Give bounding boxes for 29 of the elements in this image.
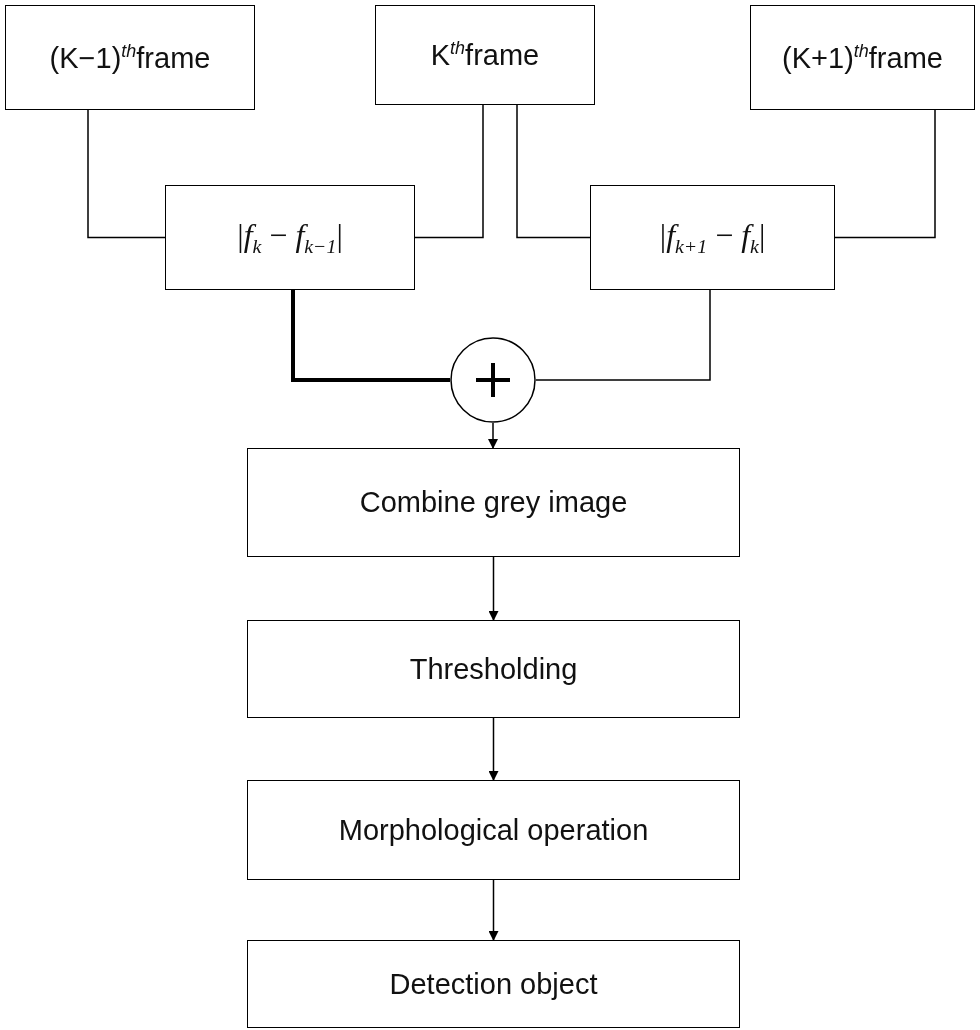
node-label: (K+1)$^{th}$frame xyxy=(782,40,943,75)
process-box xyxy=(247,448,740,557)
arrow xyxy=(488,422,498,449)
frame-box xyxy=(750,5,975,110)
connector-line xyxy=(87,109,166,239)
connector-line xyxy=(291,290,450,382)
frame-box xyxy=(375,5,595,105)
node-label: Thresholding xyxy=(409,652,578,686)
process-box xyxy=(247,780,740,880)
node-label: Detection object xyxy=(389,967,598,1001)
arrow xyxy=(488,556,499,621)
process-box xyxy=(247,940,740,1028)
connector-line xyxy=(834,109,936,239)
difference-box xyxy=(165,185,415,290)
connector-line xyxy=(516,104,591,239)
summing-junction xyxy=(450,337,536,423)
node-label: Morphological operation xyxy=(338,813,649,847)
node-label: Combine grey image xyxy=(359,486,628,519)
process-box xyxy=(247,620,740,718)
node-label: (K−1)$^{th}$frame xyxy=(49,40,211,75)
formula-label: |f$_{k}$ − f$_{k−1}$| xyxy=(237,216,343,259)
connector-line xyxy=(535,289,711,381)
difference-box xyxy=(590,185,835,290)
node-label: K$^{th}$frame xyxy=(430,38,540,72)
frame-box xyxy=(5,5,255,110)
formula-label: |f$_{k+1}$ − f$_{k}$| xyxy=(659,216,766,259)
connector-line xyxy=(414,104,484,239)
arrow xyxy=(488,717,499,781)
arrow xyxy=(488,879,499,941)
